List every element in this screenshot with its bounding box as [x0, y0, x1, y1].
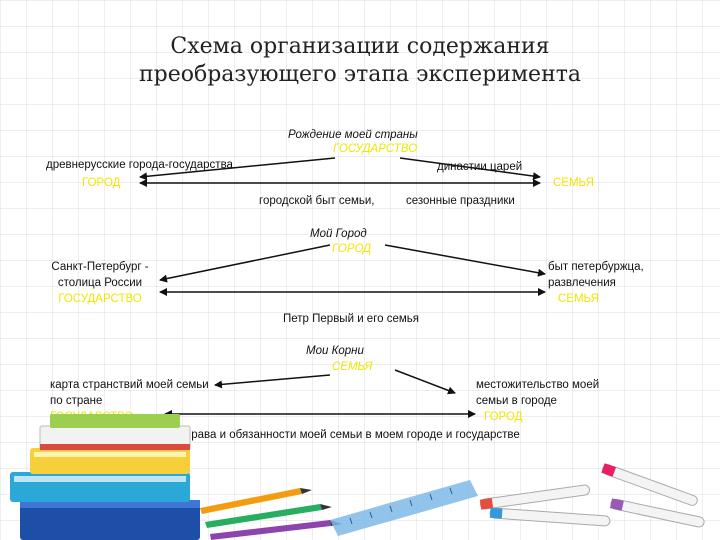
- b2-left-tag: ГОСУДАРСТВО: [58, 293, 142, 305]
- b2-top-tag: ГОРОД: [332, 243, 372, 255]
- school-supplies-illustration: [10, 414, 705, 540]
- arrow-b1-right: [399, 157, 541, 181]
- b2-left-label-2: столица России: [57, 277, 143, 289]
- arrow-b2-right: [384, 244, 546, 277]
- b2-right-label-2: развлечения: [548, 277, 616, 289]
- b1-middle-right: сезонные праздники: [406, 195, 515, 207]
- page-title-line2: преобразующего этапа эксперимента: [138, 62, 582, 87]
- b1-top-tag: ГОСУДАРСТВО: [333, 143, 418, 155]
- b1-right-label: династии царей: [437, 161, 523, 173]
- pens-icon: [479, 463, 705, 528]
- arrow-b2-left: [159, 244, 331, 283]
- b3-bottom-label: права и обязанности моей семьи в моем го…: [185, 429, 520, 441]
- b3-right-label-1: местожительство моей: [476, 379, 600, 391]
- b1-middle-left: городской быт семьи,: [259, 195, 375, 207]
- b1-left-label: древнерусские города-государства: [46, 159, 233, 171]
- b2-left-label-1: Санкт-Петербург -: [51, 261, 149, 273]
- b3-top-label: Мои Корни: [306, 345, 364, 357]
- b3-right-tag: ГОРОД: [484, 411, 523, 423]
- b1-right-tag: СЕМЬЯ: [553, 177, 594, 189]
- ruler-icon: [330, 480, 478, 536]
- b2-right-tag: СЕМЬЯ: [558, 293, 599, 305]
- pencils-icon: [200, 488, 342, 540]
- b2-top-label: Мой Город: [310, 228, 367, 240]
- books-stack-icon: [10, 414, 200, 540]
- b2-bottom-label: Петр Первый и его семья: [283, 313, 420, 325]
- page-title-line1: Схема организации содержания: [170, 34, 550, 59]
- b3-left-label-2: по стране: [50, 395, 103, 407]
- b1-top-label: Рождение моей страны: [288, 129, 418, 141]
- arrow-b3-right: [394, 369, 456, 395]
- b3-top-tag: СЕМЬЯ: [332, 361, 373, 373]
- b2-right-label-1: быт петербуржца,: [548, 261, 644, 273]
- arrow-b1-left: [139, 157, 336, 181]
- arrow-b3-left: [214, 374, 331, 389]
- b3-left-label-1: карта странствий моей семьи: [50, 379, 209, 391]
- b1-left-tag: ГОРОД: [82, 177, 121, 189]
- b3-right-label-2: семьи в городе: [476, 395, 557, 407]
